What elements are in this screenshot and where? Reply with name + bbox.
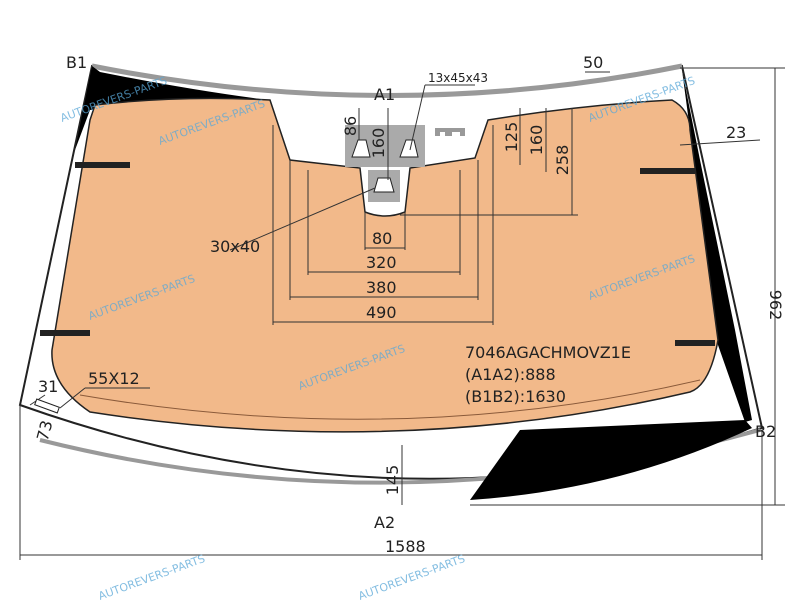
info-b1b2: (B1B2):1630: [465, 387, 566, 406]
point-a1-label: A1: [374, 85, 395, 104]
point-b2-label: B2: [755, 422, 776, 441]
dim-w320: 320: [366, 253, 397, 272]
clip-left-top: [75, 162, 130, 168]
glass-area: [51, 97, 719, 433]
sensor-right-icon: [399, 139, 419, 158]
dim-side-border: 23: [726, 123, 746, 142]
dim-right-125: 125: [502, 122, 521, 153]
dim-height-total: 962: [766, 290, 785, 321]
watermark: AUTOREVERS-PARTS: [357, 552, 467, 600]
point-b1-label: B1: [66, 53, 87, 72]
watermark: AUTOREVERS-PARTS: [97, 552, 207, 600]
sensor-left-icon: [351, 139, 371, 158]
dim-sensor-86: 86: [341, 116, 360, 136]
dim-side-73: 73: [33, 418, 57, 443]
dim-side-31: 31: [38, 377, 58, 396]
dim-w380: 380: [366, 278, 397, 297]
dim-sensor-160: 160: [369, 128, 388, 159]
glass-top-edge-gray: [91, 63, 683, 98]
vin-window: [34, 398, 60, 414]
clip-right-bottom: [675, 340, 715, 346]
dim-w490: 490: [366, 303, 397, 322]
bracket-icon: [435, 128, 465, 136]
clip-left-bottom: [40, 330, 90, 336]
camera-icon: [373, 177, 395, 193]
dim-right-160: 160: [527, 125, 546, 156]
callout-camera-size: 30x40: [210, 237, 260, 256]
dim-right-258: 258: [553, 145, 572, 176]
dim-width-total: 1588: [385, 537, 426, 556]
clip-right-top: [640, 168, 695, 174]
callout-vin-size: 55X12: [88, 369, 140, 388]
dim-w80: 80: [372, 229, 392, 248]
point-a2-label: A2: [374, 513, 395, 532]
info-code: 7046AGACHMOVZ1E: [465, 343, 631, 362]
dimension-lines: [19, 67, 785, 560]
ceramic-top-left: [75, 66, 268, 150]
glass-inner-line: [79, 379, 701, 420]
ceramic-right-band: [682, 70, 752, 422]
dim-bottom-border: 145: [383, 465, 402, 496]
dim-top-border: 50: [583, 53, 603, 72]
info-a1a2: (A1A2):888: [465, 365, 556, 384]
ceramic-bottom-right: [470, 420, 752, 500]
callout-sensor-size: 13x45x43: [428, 71, 488, 85]
